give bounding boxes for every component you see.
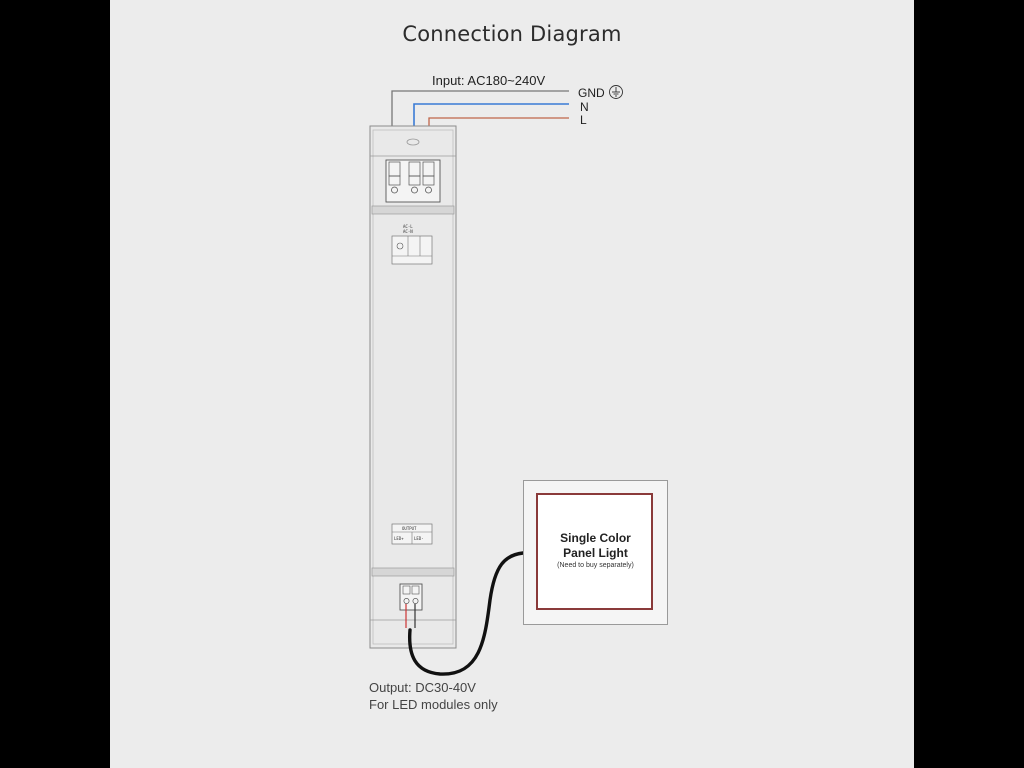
led-driver — [369, 125, 457, 649]
output-plate-led-minus: LED- — [414, 536, 424, 541]
input-label-plate — [391, 235, 433, 265]
gnd-label: GND — [578, 86, 605, 100]
diagram-title: Connection Diagram — [402, 22, 622, 46]
output-usage-note: For LED modules only — [369, 697, 498, 712]
ac-label-n: AC-N — [403, 229, 413, 234]
n-label: N — [580, 100, 589, 114]
output-cable — [405, 551, 525, 676]
panel-light — [523, 480, 668, 625]
diagram-canvas: Connection Diagram — [110, 0, 914, 768]
l-label: L — [580, 113, 587, 127]
output-voltage-label: Output: DC30-40V — [369, 680, 476, 695]
input-terminal-block — [385, 159, 441, 203]
ground-icon — [608, 84, 624, 105]
input-voltage-label: Input: AC180~240V — [432, 73, 546, 88]
ac-label-l: AC-L — [403, 224, 413, 229]
output-plate-led-plus: LED+ — [394, 536, 404, 541]
output-plate-title: OUTPUT — [402, 526, 417, 531]
diagram-drawing — [369, 90, 569, 676]
panel-light-inner — [536, 493, 653, 610]
